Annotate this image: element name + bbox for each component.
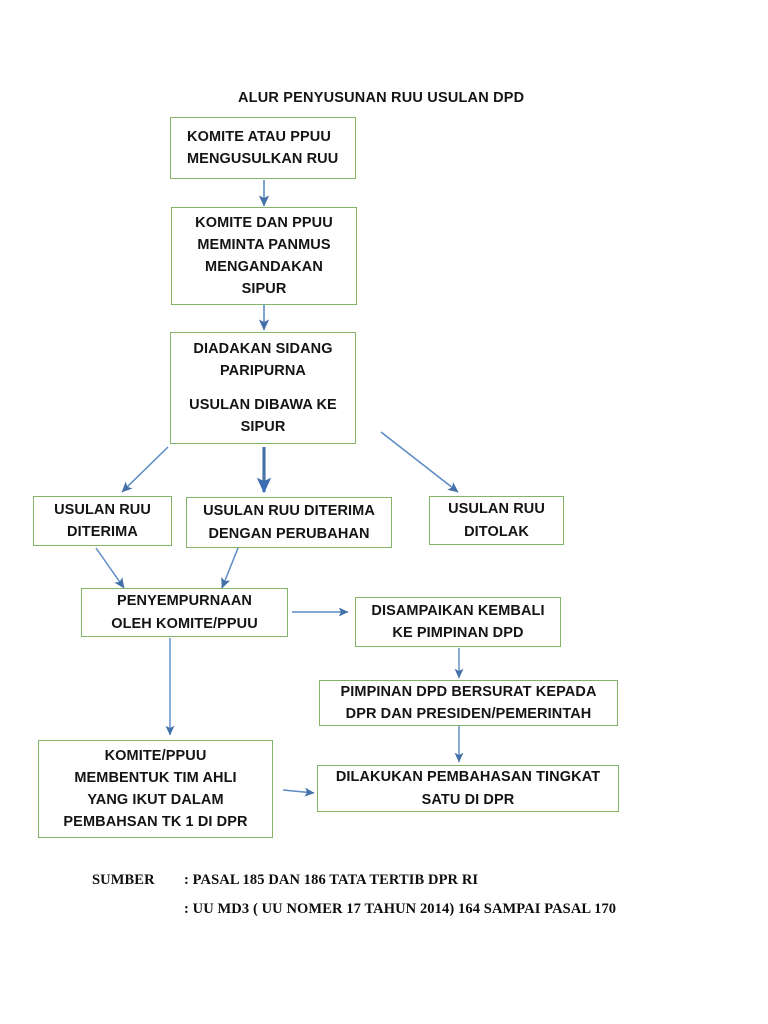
node-line: USULAN RUU bbox=[448, 501, 545, 518]
node-line: SIPUR bbox=[240, 418, 286, 435]
source-value-2: : UU MD3 ( UU NOMER 17 TAHUN 2014) 164 S… bbox=[184, 901, 617, 917]
node-line: USULAN RUU bbox=[54, 501, 151, 518]
node-line: SATU DI DPR bbox=[421, 791, 515, 808]
node-line: SIPUR bbox=[241, 281, 287, 298]
node-line: PARIPURNA bbox=[219, 363, 307, 380]
node-line: KOMITE DAN PPUU bbox=[195, 214, 333, 231]
page-title: ALUR PENYUSUNAN RUU USULAN DPD bbox=[238, 90, 525, 106]
arrow-n5-to-n7 bbox=[221, 547, 239, 589]
node-line: PIMPINAN DPD BERSURAT KEPADA bbox=[340, 683, 597, 700]
node-line: DIADAKAN SIDANG bbox=[193, 341, 333, 358]
node-line: PEMBAHSAN TK 1 DI DPR bbox=[63, 814, 248, 831]
node-line: KE PIMPINAN DPD bbox=[392, 625, 524, 641]
node-line: DENGAN PERUBAHAN bbox=[208, 525, 370, 542]
node-line: MENGUSULKAN RUU bbox=[187, 151, 339, 167]
node-line: DITERIMA bbox=[67, 524, 138, 540]
node-diadakan-sidang-paripurna[interactable]: DIADAKAN SIDANG PARIPURNA USULAN DIBAWA … bbox=[170, 332, 356, 444]
node-line: KOMITE ATAU PPUU bbox=[187, 128, 331, 145]
node-line: DPR DAN PRESIDEN/PEMERINTAH bbox=[345, 706, 592, 722]
source-row-1: SUMBER : PASAL 185 DAN 186 TATA TERTIB D… bbox=[92, 872, 616, 889]
node-dilakukan-pembahasan-tingkat-satu-di-dpr[interactable]: DILAKUKAN PEMBAHASAN TINGKAT SATU DI DPR bbox=[317, 765, 619, 812]
node-usulan-ruu-diterima-dengan-perubahan[interactable]: USULAN RUU DITERIMA DENGAN PERUBAHAN bbox=[186, 497, 392, 548]
node-line: MENGANDAKAN bbox=[205, 259, 323, 275]
node-line: DILAKUKAN PEMBAHASAN TINGKAT bbox=[335, 769, 601, 786]
source-value-1: : PASAL 185 DAN 186 TATA TERTIB DPR RI bbox=[184, 872, 479, 888]
source-row-2: : UU MD3 ( UU NOMER 17 TAHUN 2014) 164 S… bbox=[92, 901, 616, 918]
node-line: USULAN RUU DITERIMA bbox=[203, 503, 375, 520]
node-pimpinan-dpd-bersurat-kepada-dpr[interactable]: PIMPINAN DPD BERSURAT KEPADA DPR DAN PRE… bbox=[319, 680, 618, 726]
source-label: SUMBER bbox=[92, 872, 155, 888]
node-line: DITOLAK bbox=[464, 523, 529, 540]
arrow-n3-to-n4 bbox=[121, 446, 169, 493]
node-line: KOMITE/PPUU bbox=[104, 747, 207, 764]
node-usulan-ruu-ditolak[interactable]: USULAN RUU DITOLAK bbox=[429, 496, 564, 545]
node-komite-ppuu-membentuk-tim-ahli[interactable]: KOMITE/PPUU MEMBENTUK TIM AHLI YANG IKUT… bbox=[38, 740, 273, 838]
node-usulan-ruu-diterima[interactable]: USULAN RUU DITERIMA bbox=[33, 496, 172, 546]
node-line: OLEH KOMITE/PPUU bbox=[111, 615, 258, 632]
arrow-n4-to-n7 bbox=[95, 547, 125, 589]
node-line: MEMINTA PANMUS bbox=[197, 236, 331, 253]
arrow-n3-to-n6 bbox=[380, 431, 459, 493]
node-line: MEMBENTUK TIM AHLI bbox=[74, 769, 237, 786]
node-line: YANG IKUT DALAM bbox=[87, 792, 224, 808]
node-penyempurnaan-oleh-komite-ppuu[interactable]: PENYEMPURNAAN OLEH KOMITE/PPUU bbox=[81, 588, 288, 637]
node-komite-atau-ppuu-mengusulkan-ruu[interactable]: KOMITE ATAU PPUU MENGUSULKAN RUU bbox=[170, 117, 356, 179]
node-line: DISAMPAIKAN KEMBALI bbox=[371, 602, 545, 619]
source-note: SUMBER : PASAL 185 DAN 186 TATA TERTIB D… bbox=[92, 872, 616, 918]
node-disampaikan-kembali-ke-pimpinan-dpd[interactable]: DISAMPAIKAN KEMBALI KE PIMPINAN DPD bbox=[355, 597, 561, 647]
arrow-n11-to-n10 bbox=[282, 787, 315, 797]
node-komite-dan-ppuu-meminta-panmus[interactable]: KOMITE DAN PPUU MEMINTA PANMUS MENGANDAK… bbox=[171, 207, 357, 305]
node-line: PENYEMPURNAAN bbox=[116, 593, 253, 610]
node-line: USULAN DIBAWA KE bbox=[189, 396, 337, 413]
